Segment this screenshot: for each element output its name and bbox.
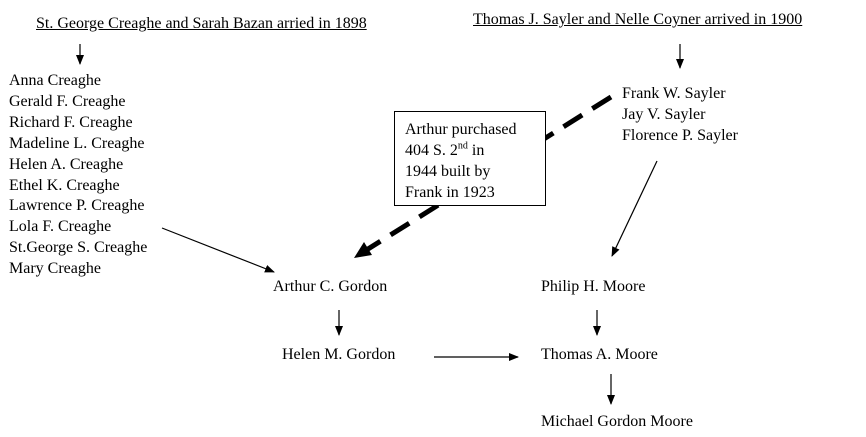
list-item: St.George S. Creaghe <box>9 239 148 257</box>
list-item: Frank W. Sayler <box>622 85 726 102</box>
list-item: Mary Creaghe <box>9 260 101 278</box>
note-line: Frank in 1923 <box>405 184 495 201</box>
list-item: Lola F. Creaghe <box>9 218 112 236</box>
philip-moore-label: Philip H. Moore <box>541 278 646 295</box>
creaghe-children-list: Anna Creaghe Gerald F. Creaghe Richard F… <box>9 71 147 280</box>
arrow-lola-to-arthur <box>161 227 275 273</box>
note-line: 404 S. 2nd in <box>405 140 545 161</box>
note-text: in <box>467 142 485 159</box>
arrow-florence-to-philip <box>611 160 658 257</box>
thomas-moore-label: Thomas A. Moore <box>541 346 658 363</box>
list-item: Helen A. Creaghe <box>9 155 124 173</box>
list-item: Florence P. Sayler <box>622 126 738 144</box>
list-item: Richard F. Creaghe <box>9 113 133 131</box>
note-line: Arthur purchased <box>405 121 517 138</box>
note-superscript: nd <box>457 140 468 152</box>
arthur-gordon-label: Arthur C. Gordon <box>273 278 388 295</box>
creaghe-family-heading: St. George Creaghe and Sarah Bazan arrie… <box>36 15 367 32</box>
sayler-children-list: Frank W. Sayler Jay V. Sayler Florence P… <box>622 84 738 147</box>
list-item: Gerald F. Creaghe <box>9 92 126 110</box>
helen-gordon-label: Helen M. Gordon <box>282 346 396 363</box>
note-text: 404 S. 2 <box>405 142 458 159</box>
note-line: 1944 built by <box>405 163 491 180</box>
dashed-arrowhead <box>354 242 372 258</box>
sayler-family-heading: Thomas J. Sayler and Nelle Coyner arrive… <box>473 11 803 28</box>
michael-moore-label: Michael Gordon Moore <box>541 413 693 430</box>
list-item: Anna Creaghe <box>9 72 101 89</box>
list-item: Ethel K. Creaghe <box>9 176 120 194</box>
list-item: Lawrence P. Creaghe <box>9 197 145 215</box>
purchase-note-box: Arthur purchased 404 S. 2nd in 1944 buil… <box>394 111 546 206</box>
list-item: Jay V. Sayler <box>622 105 706 123</box>
list-item: Madeline L. Creaghe <box>9 134 145 152</box>
